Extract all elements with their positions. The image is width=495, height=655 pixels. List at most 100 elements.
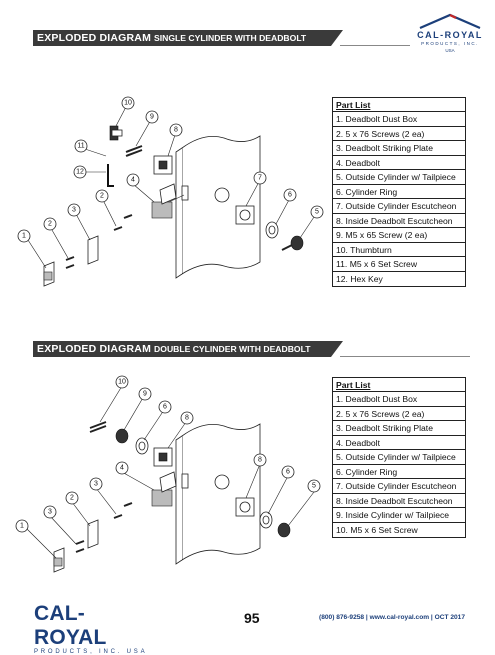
cal-royal-logo-top: CAL-ROYAL PRODUCTS, INC. USA bbox=[410, 12, 490, 56]
door-illustration bbox=[175, 135, 261, 279]
part-list-row: 1. Deadbolt Dust Box bbox=[333, 112, 465, 127]
part-list-double: Part List 1. Deadbolt Dust Box 2. 5 x 76… bbox=[332, 377, 466, 538]
deadbolt-part bbox=[151, 471, 177, 507]
callout-2: 2 bbox=[43, 217, 57, 231]
callout-1: 1 bbox=[17, 229, 31, 243]
svg-text:3: 3 bbox=[72, 207, 76, 214]
svg-text:6: 6 bbox=[288, 192, 292, 199]
part-list-row: 3. Deadbolt Striking Plate bbox=[333, 421, 465, 436]
part-list-row: 7. Outside Cylinder Escutcheon bbox=[333, 199, 465, 214]
part-list-row: 8. Inside Deadbolt Escutcheon bbox=[333, 214, 465, 228]
callout-8: 8 bbox=[169, 123, 183, 137]
part-list-row: 6. Cylinder Ring bbox=[333, 185, 465, 199]
outside-cylinder-part bbox=[277, 522, 291, 538]
svg-text:1: 1 bbox=[22, 233, 26, 240]
svg-text:4: 4 bbox=[131, 177, 135, 184]
screw-part bbox=[89, 421, 107, 433]
callout-5: 5 bbox=[307, 479, 321, 493]
outside-escutcheon-part bbox=[235, 205, 255, 225]
svg-text:3: 3 bbox=[94, 481, 98, 488]
part-list-title: Part List bbox=[333, 378, 465, 392]
callout-12: 12 bbox=[73, 165, 87, 179]
part-list-row: 2. 5 x 76 Screws (2 ea) bbox=[333, 127, 465, 141]
part-list-title: Part List bbox=[333, 98, 465, 112]
callout-1: 1 bbox=[15, 519, 29, 533]
callout-3: 3 bbox=[67, 203, 81, 217]
svg-text:8: 8 bbox=[258, 457, 262, 464]
part-list-row: 9. Inside Cylinder w/ Tailpiece bbox=[333, 508, 465, 523]
callout-10: 10 bbox=[121, 96, 135, 110]
callout-5: 5 bbox=[310, 205, 324, 219]
section-title-sub: DOUBLE CYLINDER WITH DEADBOLT bbox=[154, 344, 311, 354]
roof-icon bbox=[419, 13, 481, 30]
svg-text:9: 9 bbox=[150, 114, 154, 121]
strike-plate-part bbox=[87, 235, 99, 265]
part-list-row: 3. Deadbolt Striking Plate bbox=[333, 141, 465, 156]
svg-text:9: 9 bbox=[143, 391, 147, 398]
small-screws bbox=[65, 214, 133, 269]
svg-text:2: 2 bbox=[100, 193, 104, 200]
callout-9: 9 bbox=[138, 387, 152, 401]
part-list-row: 11. M5 x 6 Set Screw bbox=[333, 257, 465, 272]
strike-plate-part bbox=[87, 519, 99, 549]
cylinder-ring-part bbox=[265, 221, 279, 239]
callout-7: 7 bbox=[253, 171, 267, 185]
section-header-single: EXPLODED DIAGRAM SINGLE CYLINDER WITH DE… bbox=[33, 30, 343, 46]
part-list-row: 12. Hex Key bbox=[336, 273, 383, 284]
screw-part bbox=[125, 145, 143, 157]
svg-text:2: 2 bbox=[48, 221, 52, 228]
callout-3: 3 bbox=[43, 505, 57, 519]
dust-box-part bbox=[43, 261, 55, 287]
header-rule bbox=[340, 45, 410, 46]
door-illustration bbox=[175, 423, 261, 565]
inside-escutcheon-part bbox=[153, 447, 173, 467]
callout-2b: 2 bbox=[95, 189, 109, 203]
callout-10: 10 bbox=[115, 375, 129, 389]
svg-text:7: 7 bbox=[258, 175, 262, 182]
thumbturn-part bbox=[109, 125, 123, 141]
part-list-row: 10. M5 x 6 Set Screw bbox=[336, 524, 418, 535]
callout-9: 9 bbox=[145, 110, 159, 124]
footer-logo-subtitle: PRODUCTS, INC. USA bbox=[34, 649, 148, 655]
svg-text:10: 10 bbox=[118, 379, 126, 386]
part-list-row: 8. Inside Deadbolt Escutcheon bbox=[333, 494, 465, 508]
svg-text:8: 8 bbox=[185, 415, 189, 422]
callout-3b: 3 bbox=[89, 477, 103, 491]
part-list-row: 6. Cylinder Ring bbox=[333, 465, 465, 479]
deadbolt-part bbox=[151, 183, 185, 219]
svg-text:4: 4 bbox=[120, 465, 124, 472]
svg-text:2: 2 bbox=[70, 495, 74, 502]
page-number: 95 bbox=[244, 610, 260, 626]
callout-2: 2 bbox=[65, 491, 79, 505]
svg-text:5: 5 bbox=[312, 483, 316, 490]
part-list-row: 4. Deadbolt bbox=[333, 436, 465, 450]
hex-key-part bbox=[107, 164, 114, 187]
part-list-row: 2. 5 x 76 Screws (2 ea) bbox=[333, 407, 465, 421]
inside-cylinder-part bbox=[115, 428, 129, 444]
logo-brand: CAL-ROYAL bbox=[417, 30, 483, 40]
callout-4: 4 bbox=[115, 461, 129, 475]
header-rule bbox=[340, 356, 470, 357]
svg-text:11: 11 bbox=[77, 143, 84, 150]
section-title-strong: EXPLODED DIAGRAM bbox=[37, 343, 152, 355]
callout-6b: 6 bbox=[158, 400, 172, 414]
part-list-row: 7. Outside Cylinder Escutcheon bbox=[333, 479, 465, 494]
footer-logo-brand: CAL-ROYAL bbox=[34, 602, 107, 649]
svg-text:5: 5 bbox=[315, 209, 319, 216]
svg-text:8: 8 bbox=[174, 127, 178, 134]
section-header-double: EXPLODED DIAGRAM DOUBLE CYLINDER WITH DE… bbox=[33, 341, 343, 357]
inside-escutcheon-part bbox=[153, 155, 173, 175]
callout-11: 11 bbox=[74, 139, 88, 153]
part-list-row: 4. Deadbolt bbox=[333, 156, 465, 170]
svg-text:12: 12 bbox=[76, 169, 84, 176]
part-list-single: Part List 1. Deadbolt Dust Box 2. 5 x 76… bbox=[332, 97, 466, 287]
svg-text:6: 6 bbox=[286, 469, 290, 476]
callout-6: 6 bbox=[283, 188, 297, 202]
cylinder-ring-part bbox=[259, 511, 273, 529]
small-screws bbox=[75, 502, 133, 553]
logo-subtitle: PRODUCTS, INC. bbox=[421, 41, 479, 46]
exploded-diagram-single: 1 2 3 2 4 5 6 7 8 9 10 11 12 bbox=[17, 96, 324, 287]
part-list-row: 5. Outside Cylinder w/ Tailpiece bbox=[333, 170, 465, 185]
callout-4: 4 bbox=[126, 173, 140, 187]
exploded-diagram-double: 1 3 2 3 4 5 6 8 10 9 6 8 bbox=[15, 375, 321, 573]
